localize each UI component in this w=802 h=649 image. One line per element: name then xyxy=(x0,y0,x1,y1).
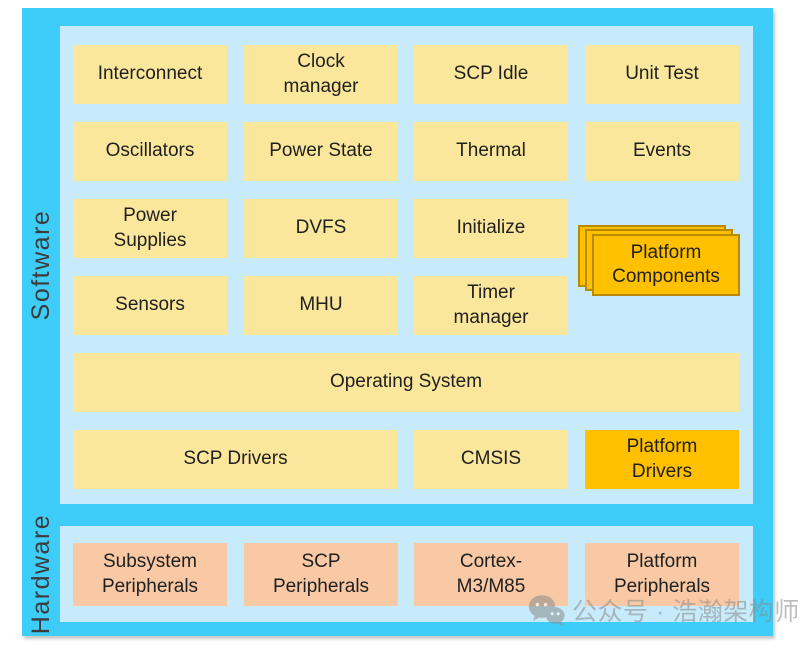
module-platform-peripherals: Platform Peripherals xyxy=(585,543,739,606)
module-platform-drivers: Platform Drivers xyxy=(585,430,739,489)
watermark: 公众号 · 浩瀚架构师 xyxy=(528,592,800,628)
module-events: Events xyxy=(585,122,739,181)
module-subsystem-peripherals: Subsystem Peripherals xyxy=(73,543,227,606)
module-scp-drivers: SCP Drivers xyxy=(73,430,398,489)
wechat-icon xyxy=(528,594,565,626)
module-interconnect: Interconnect xyxy=(73,45,227,104)
module-initialize: Initialize xyxy=(414,199,568,258)
hardware-panel: Subsystem Peripherals SCP Peripherals Co… xyxy=(60,526,753,622)
module-thermal: Thermal xyxy=(414,122,568,181)
hardware-section-label: Hardware xyxy=(26,513,55,635)
module-scp-peripherals: SCP Peripherals xyxy=(244,543,398,606)
module-operating-system: Operating System xyxy=(73,353,739,412)
module-mhu: MHU xyxy=(244,276,398,335)
software-section-label: Software xyxy=(26,209,55,321)
module-platform-components: Platform Components xyxy=(592,234,740,296)
module-scp-idle: SCP Idle xyxy=(414,45,568,104)
module-cmsis: CMSIS xyxy=(414,430,568,489)
module-sensors: Sensors xyxy=(73,276,227,335)
module-power-supplies: Power Supplies xyxy=(73,199,227,258)
module-oscillators: Oscillators xyxy=(73,122,227,181)
module-clock-manager: Clock manager xyxy=(244,45,398,104)
diagram-frame: Software Hardware Interconnect Clock man… xyxy=(22,8,773,636)
module-dvfs: DVFS xyxy=(244,199,398,258)
module-power-state: Power State xyxy=(244,122,398,181)
module-timer-manager: Timer manager xyxy=(414,276,568,335)
software-panel: Interconnect Clock manager SCP Idle Unit… xyxy=(60,26,753,504)
module-unit-test: Unit Test xyxy=(585,45,739,104)
watermark-text: 公众号 · 浩瀚架构师 xyxy=(572,598,800,626)
